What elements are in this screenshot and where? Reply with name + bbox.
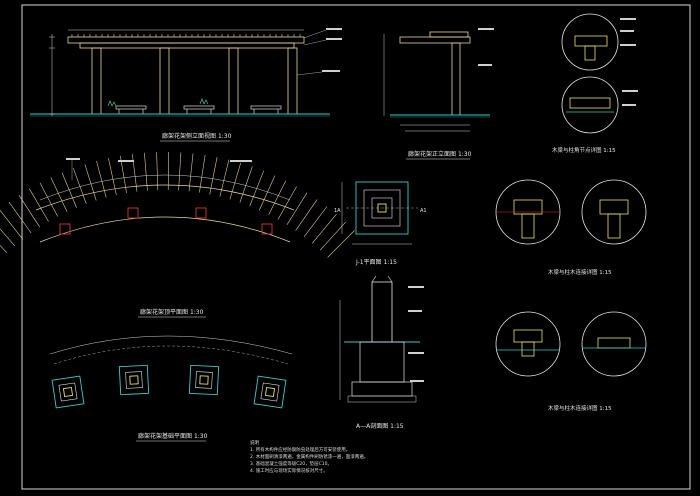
- section-aa-caption: A—A剖面图 1:15: [356, 422, 404, 430]
- detail-circles-bottom: [495, 311, 647, 377]
- roof-plan: [0, 151, 355, 258]
- column-plan-caption: J-1平面图 1:15: [355, 259, 397, 266]
- notes-heading: 说明: [250, 441, 259, 446]
- notes-item: 2. 木材面刷清漆两遍，金属构件刷防锈漆一遍，面漆两遍。: [250, 455, 369, 460]
- detail-bottom-caption: 木梁与柱木连接详图 1:15: [548, 404, 612, 412]
- front-elevation-caption: 廊架花架侧立面视图 1:30: [162, 132, 232, 140]
- front-elevation: [30, 28, 342, 117]
- notes-item: 1. 所有木构件应经防腐防虫处理后方可安装使用。: [250, 448, 351, 453]
- detail-top-caption: 木梁与柱角节点详图 1:15: [552, 146, 616, 154]
- drawing-notes: 说明 1. 所有木构件应经防腐防虫处理后方可安装使用。 2. 木材面刷清漆两遍，…: [250, 440, 368, 475]
- column-plan: [341, 181, 418, 245]
- side-elevation-caption: 廊架花架正立面图 1:30: [408, 150, 472, 158]
- notes-item: 3. 基础混凝土强度等级C20，垫层C10。: [250, 462, 332, 467]
- notes-item: 4. 施工时应与现场实际情况核对尺寸。: [250, 469, 328, 474]
- detail-mid-caption: 木梁与柱木连接详图 1:15: [548, 268, 612, 276]
- roof-plan-caption: 廊架花架顶平面图 1:30: [140, 308, 204, 316]
- foundation-plan-caption: 廊架花架基础平面图 1:30: [138, 432, 208, 440]
- detail-circles-top: [561, 13, 619, 134]
- side-elevation: [383, 28, 494, 132]
- section-mark-right: A1: [420, 208, 427, 214]
- section-mark-left: 1A: [334, 208, 341, 214]
- foundation-plan: [49, 335, 293, 409]
- detail-circles-mid: [495, 179, 647, 245]
- section-aa: [339, 275, 420, 403]
- sheet-border: [21, 4, 691, 490]
